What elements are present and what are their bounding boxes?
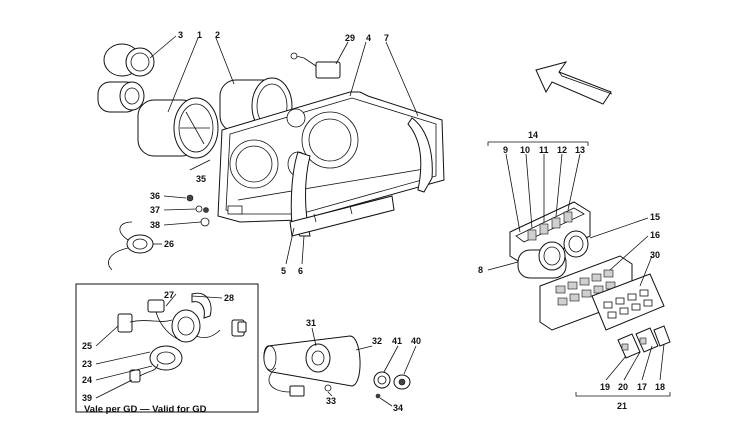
callout-25: 25 — [82, 341, 92, 351]
bulb-holder-cable — [108, 221, 154, 271]
callout-20: 20 — [618, 382, 628, 392]
ignition-switch-assembly — [117, 292, 247, 383]
callout-5: 5 — [281, 266, 286, 276]
callout-36: 36 — [150, 191, 160, 201]
callout-13: 13 — [575, 145, 585, 155]
callout-12: 12 — [557, 145, 567, 155]
callout-3: 3 — [178, 30, 183, 40]
callout-6: 6 — [298, 266, 303, 276]
callout-37: 37 — [150, 205, 160, 215]
speedometer-gauge — [137, 97, 219, 159]
instrument-panel-frame — [217, 91, 445, 223]
callout-10: 10 — [520, 145, 530, 155]
callout-38: 38 — [150, 220, 160, 230]
callout-7: 7 — [384, 33, 389, 43]
callout-11: 11 — [539, 145, 549, 155]
callout-39: 39 — [82, 393, 92, 403]
leader-lines — [95, 35, 671, 407]
callout-21: 21 — [617, 401, 627, 411]
callout-26: 26 — [164, 239, 174, 249]
bulb-socket-items — [373, 371, 411, 399]
gd-variant-caption: Vale per GD — Valid for GD — [84, 404, 207, 415]
direction-arrow-icon — [535, 61, 613, 105]
callout-14: 14 — [528, 130, 538, 140]
callout-32: 32 — [372, 336, 382, 346]
bezel-trim-strip — [289, 151, 395, 237]
sensor-module — [290, 52, 341, 79]
callout-19: 19 — [600, 382, 610, 392]
side-trim-strip — [407, 117, 433, 193]
round-clock-gauges — [517, 230, 589, 279]
callout-29: 29 — [345, 33, 355, 43]
callout-40: 40 — [411, 336, 421, 346]
callout-27: 27 — [164, 290, 174, 300]
callout-8-label: 8 — [478, 265, 483, 275]
rocker-switches — [617, 325, 671, 359]
callout-35: 35 — [196, 174, 206, 184]
lamp-assembly — [263, 335, 361, 397]
callout-24: 24 — [82, 375, 92, 385]
callout-23: 23 — [82, 359, 92, 369]
callout-28: 28 — [224, 293, 234, 303]
callout-18: 18 — [655, 382, 665, 392]
callout-1: 1 — [197, 30, 202, 40]
switch-cover-plate — [591, 273, 665, 331]
small-gauges-assembly — [97, 43, 155, 113]
callout-labels: 3 1 2 29 4 7 35 36 37 38 26 5 6 14 9 10 … — [82, 30, 665, 413]
callout-31: 31 — [306, 318, 316, 328]
callout-15: 15 — [650, 212, 660, 222]
screws-washers — [186, 194, 210, 227]
callout-16: 16 — [650, 230, 660, 240]
callout-33: 33 — [326, 396, 336, 406]
callout-34: 34 — [393, 403, 403, 413]
callout-4: 4 — [366, 33, 371, 43]
gd-variant-box — [75, 283, 259, 413]
callout-41: 41 — [392, 336, 402, 346]
callout-30: 30 — [650, 250, 660, 260]
callout-2: 2 — [215, 30, 220, 40]
callout-9: 9 — [503, 145, 508, 155]
callout-17: 17 — [637, 382, 647, 392]
